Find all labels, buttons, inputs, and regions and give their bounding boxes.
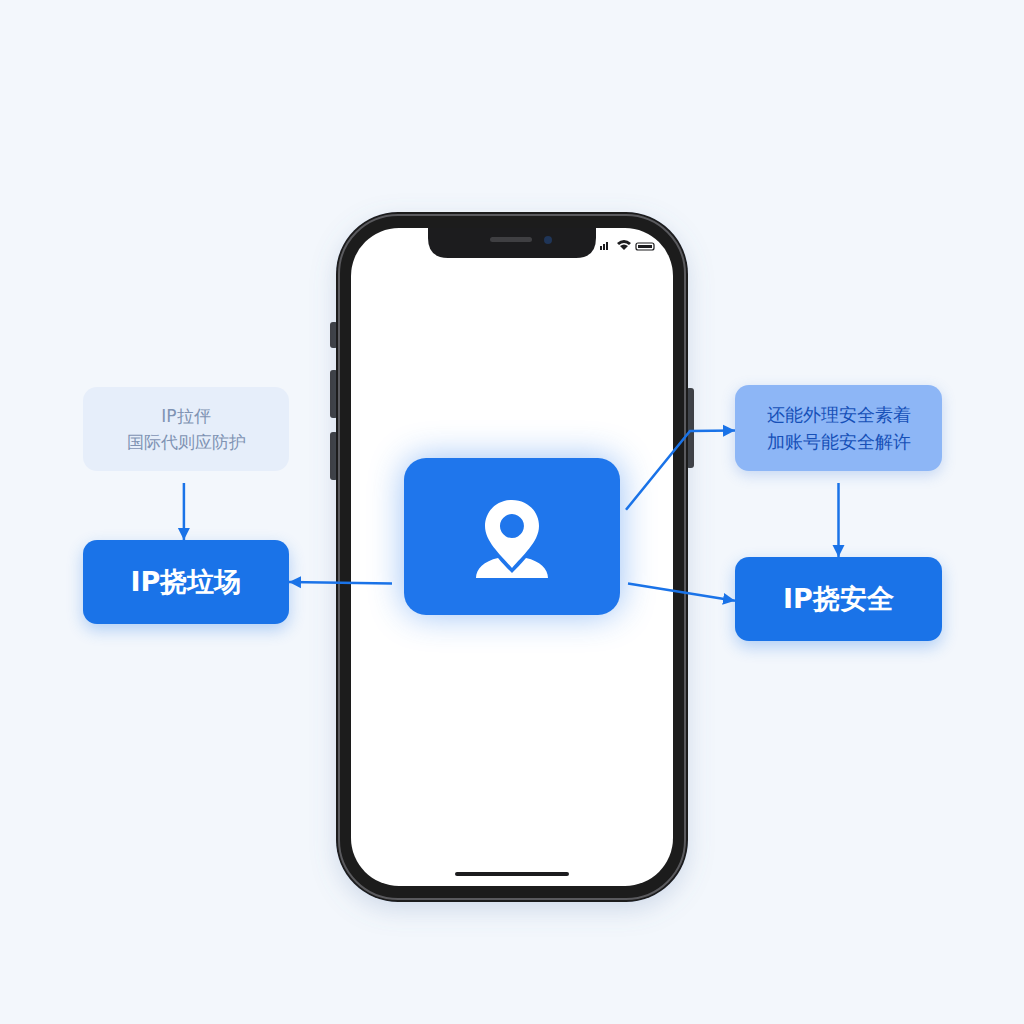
info-box: IP拉伻 国际代则应防护 bbox=[83, 387, 289, 471]
process-box: IP挠安全 bbox=[735, 557, 942, 641]
box-label: IP挠垃场 bbox=[131, 566, 242, 598]
phone-body bbox=[336, 212, 688, 902]
arrow-connector bbox=[626, 431, 735, 510]
home-indicator bbox=[455, 872, 569, 876]
box-label: IP拉伻 国际代则应防护 bbox=[111, 403, 261, 456]
arrow-connector bbox=[628, 584, 735, 601]
arrow-connector bbox=[183, 483, 186, 540]
process-box: IP挠垃场 bbox=[83, 540, 289, 624]
phone-screen bbox=[351, 228, 673, 886]
arrow-connector bbox=[289, 582, 392, 584]
arrow-connector bbox=[837, 483, 840, 557]
location-hub-box bbox=[404, 458, 620, 615]
status-icons bbox=[600, 240, 654, 250]
phone-camera bbox=[544, 236, 552, 244]
phone-bezel-edge bbox=[339, 215, 685, 899]
box-label: 还能外理安全素着 加账号能安全解许 bbox=[755, 401, 923, 455]
box-label: IP挠安全 bbox=[783, 583, 894, 615]
phone-speaker bbox=[490, 237, 532, 242]
phone-notch bbox=[428, 228, 596, 258]
location-person-icon bbox=[404, 458, 620, 615]
info-box: 还能外理安全素着 加账号能安全解许 bbox=[735, 385, 942, 471]
